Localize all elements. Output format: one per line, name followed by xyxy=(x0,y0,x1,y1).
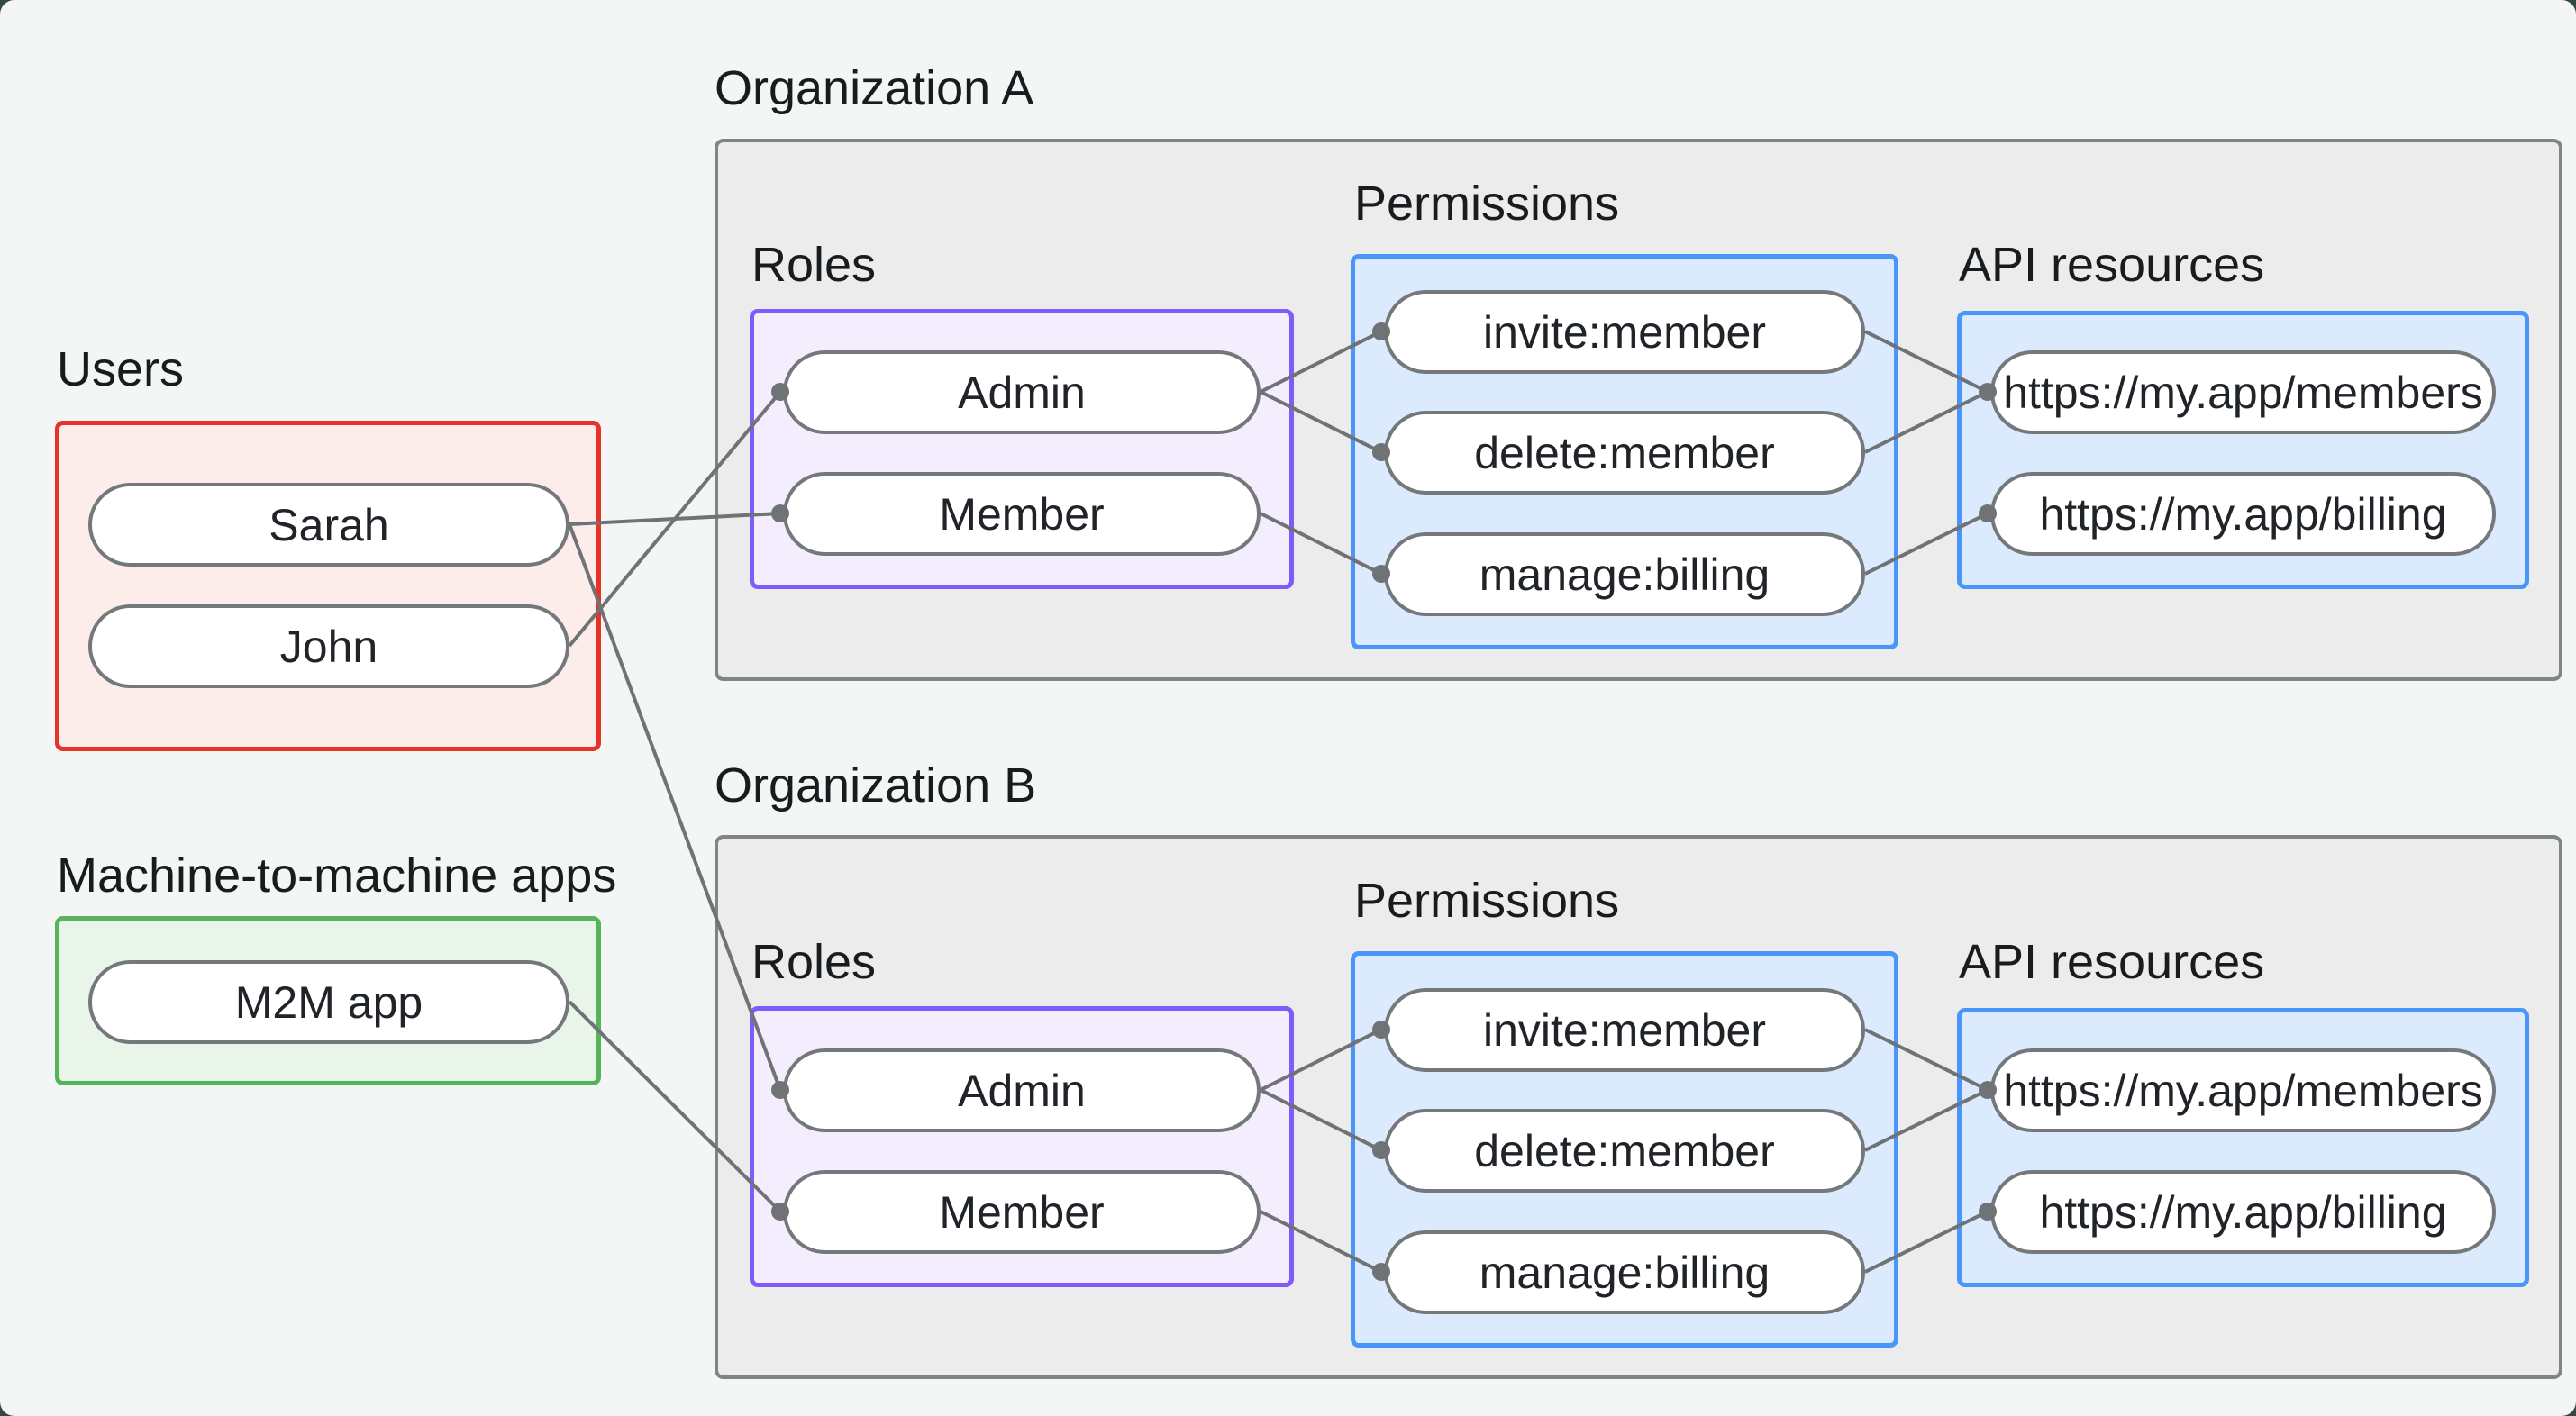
node-org-a-role-member: Member xyxy=(783,472,1261,556)
node-org-b-role-member: Member xyxy=(783,1170,1261,1254)
node-org-a-resource-billing: https://my.app/billing xyxy=(1990,472,2496,556)
node-org-b-resource-billing: https://my.app/billing xyxy=(1990,1170,2496,1254)
org-a-roles-label: Roles xyxy=(751,238,877,292)
node-org-a-perm-delete: delete:member xyxy=(1384,411,1865,495)
org-b-permissions-label: Permissions xyxy=(1354,874,1620,928)
node-org-b-perm-invite: invite:member xyxy=(1384,988,1865,1072)
users-label: Users xyxy=(57,342,185,396)
node-org-b-perm-delete: delete:member xyxy=(1384,1109,1865,1193)
node-org-a-perm-manage: manage:billing xyxy=(1384,532,1865,616)
node-m2m-app: M2M app xyxy=(88,960,569,1044)
org-b-title: Organization B xyxy=(715,758,1037,812)
node-org-a-role-admin: Admin xyxy=(783,350,1261,434)
org-a-title: Organization A xyxy=(715,61,1034,115)
users-group-box xyxy=(55,421,601,751)
node-user-john: John xyxy=(88,604,569,688)
node-org-a-resource-members: https://my.app/members xyxy=(1990,350,2496,434)
node-org-b-perm-manage: manage:billing xyxy=(1384,1230,1865,1314)
node-org-b-role-admin: Admin xyxy=(783,1048,1261,1132)
node-org-b-resource-members: https://my.app/members xyxy=(1990,1048,2496,1132)
org-a-api-label: API resources xyxy=(1959,238,2265,292)
node-org-a-perm-invite: invite:member xyxy=(1384,290,1865,374)
org-a-permissions-label: Permissions xyxy=(1354,177,1620,231)
m2m-label: Machine-to-machine apps xyxy=(57,849,617,903)
node-user-sarah: Sarah xyxy=(88,483,569,567)
org-b-roles-label: Roles xyxy=(751,935,877,989)
org-b-api-label: API resources xyxy=(1959,935,2265,989)
